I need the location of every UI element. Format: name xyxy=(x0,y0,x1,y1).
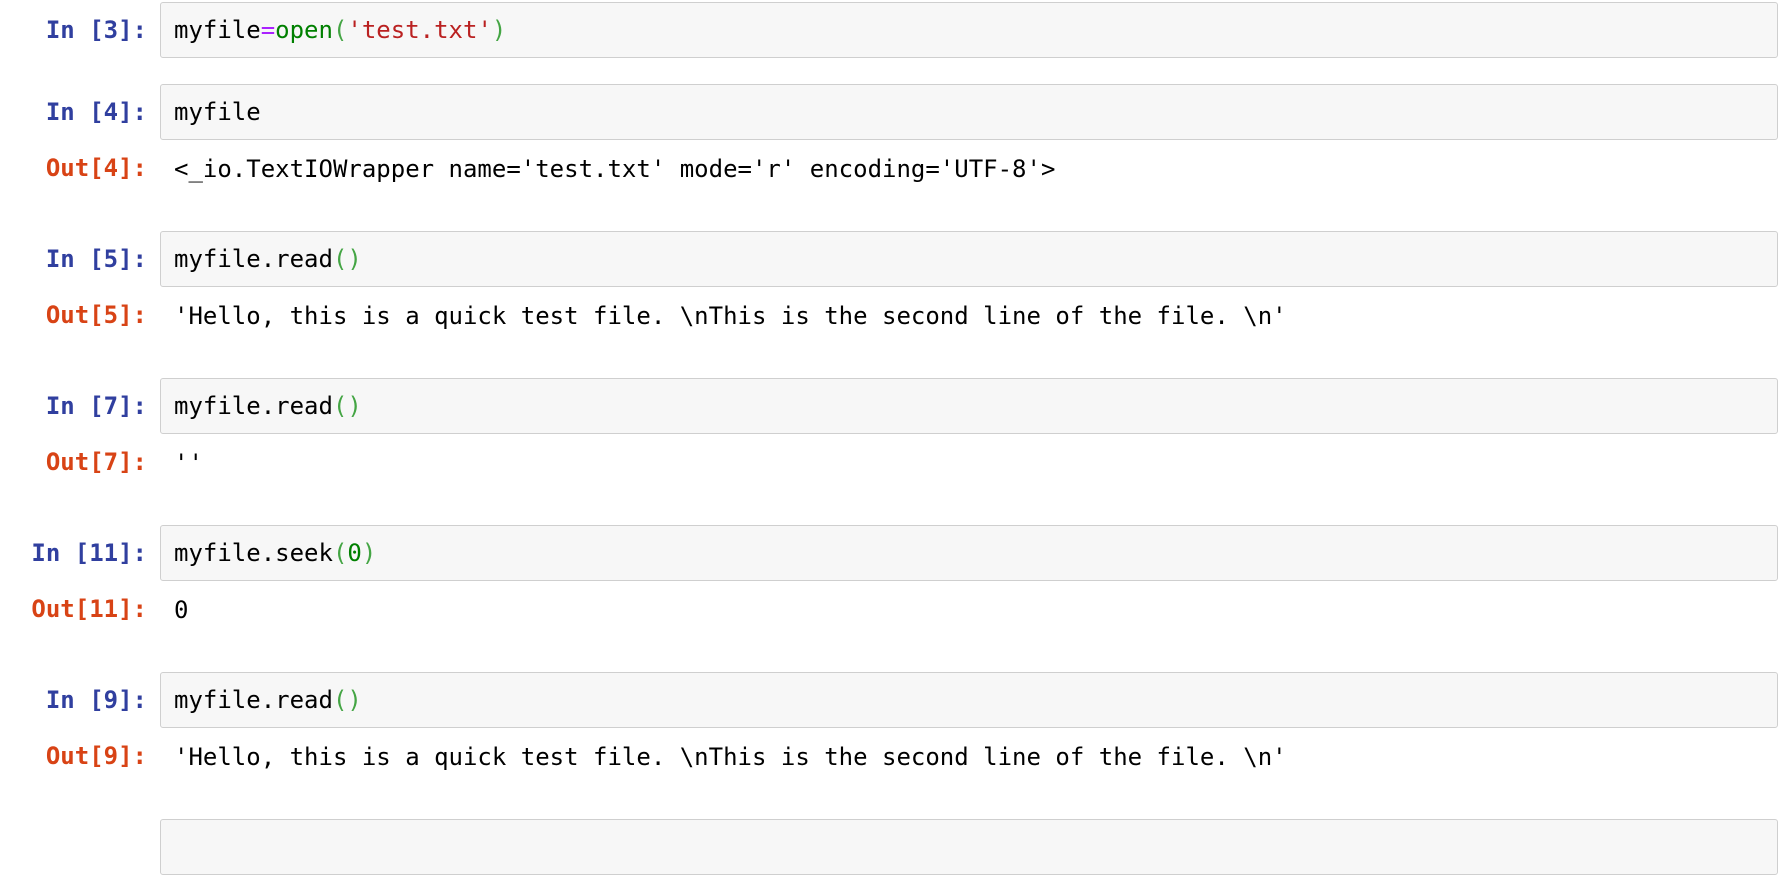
input-prompt: In [9]: xyxy=(45,686,147,714)
cell-output-area: Out[5]: 'Hello, this is a quick test file… xyxy=(0,301,1778,352)
output-text: 'Hello, this is a quick test file. \nThi… xyxy=(174,743,1287,771)
cell-input-area: In [9]: myfile.read() xyxy=(0,672,1778,728)
input-prompt: In [11]: xyxy=(31,539,147,567)
input-prompt: In [3]: xyxy=(45,16,147,44)
output-prompt: Out[9]: xyxy=(45,742,147,770)
output-prompt: Out[4]: xyxy=(45,154,147,182)
cell-input-area: In [7]: myfile.read() xyxy=(0,378,1778,434)
code-editor[interactable]: myfile.seek(0) xyxy=(160,525,1778,581)
code-editor[interactable]: myfile.read() xyxy=(160,672,1778,728)
notebook-cell: In [11]: myfile.seek(0) Out[11]: 0 xyxy=(0,512,1778,659)
notebook-cell: In [7]: myfile.read() Out[7]: '' xyxy=(0,365,1778,512)
notebook-cell: In [9]: myfile.read() Out[9]: 'Hello, this … xyxy=(0,659,1778,806)
code-editor[interactable] xyxy=(160,819,1778,875)
code-token-bracket: ) xyxy=(491,16,507,44)
input-prompt: In [7]: xyxy=(45,392,147,420)
code-token-bracket: ( xyxy=(332,392,348,420)
code-line: myfile.read() xyxy=(174,686,1764,714)
notebook-cell xyxy=(0,806,1778,888)
code-line xyxy=(174,833,1764,861)
cell-input-area: In [4]: myfile xyxy=(0,84,1778,140)
code-token-bracket: ( xyxy=(332,16,348,44)
output-text: 0 xyxy=(174,596,189,624)
output-text: <_io.TextIOWrapper name='test.txt' mode=… xyxy=(174,155,1056,183)
code-token-plain: myfile.read xyxy=(174,686,333,714)
output-prompt: Out[5]: xyxy=(45,301,147,329)
code-token-string: 'test.txt' xyxy=(347,16,492,44)
code-token-bracket: ( xyxy=(332,245,348,273)
cell-output-area: Out[11]: 0 xyxy=(0,595,1778,646)
code-editor[interactable]: myfile.read() xyxy=(160,231,1778,287)
code-line: myfile.read() xyxy=(174,245,1764,273)
cell-input-area: In [3]: myfile=open('test.txt') xyxy=(0,2,1778,58)
cell-output-area: Out[7]: '' xyxy=(0,448,1778,499)
code-line: myfile xyxy=(174,98,1764,126)
cell-input-area xyxy=(0,819,1778,875)
code-token-plain: myfile.read xyxy=(174,392,333,420)
code-line: myfile=open('test.txt') xyxy=(174,16,1764,44)
input-prompt: In [4]: xyxy=(45,98,147,126)
code-token-plain: myfile.read xyxy=(174,245,333,273)
input-prompt: In [5]: xyxy=(45,245,147,273)
code-line: myfile.seek(0) xyxy=(174,539,1764,567)
code-editor[interactable]: myfile xyxy=(160,84,1778,140)
code-token-bracket: ) xyxy=(347,245,362,273)
input-prompt xyxy=(0,819,160,833)
cell-input-area: In [11]: myfile.seek(0) xyxy=(0,525,1778,581)
cell-output-area: Out[4]: <_io.TextIOWrapper name='test.txt… xyxy=(0,154,1778,205)
cell-input-area: In [5]: myfile.read() xyxy=(0,231,1778,287)
code-editor[interactable]: myfile.read() xyxy=(160,378,1778,434)
output-prompt: Out[7]: xyxy=(45,448,147,476)
code-token-plain: myfile.seek xyxy=(174,539,333,567)
code-token-bracket: ) xyxy=(361,539,377,567)
notebook-cell: In [5]: myfile.read() Out[5]: 'Hello, this … xyxy=(0,218,1778,365)
code-token-number: 0 xyxy=(347,539,362,567)
notebook-cell: In [3]: myfile=open('test.txt') xyxy=(0,0,1778,71)
code-token-bracket: ( xyxy=(332,686,348,714)
code-editor[interactable]: myfile=open('test.txt') xyxy=(160,2,1778,58)
output-prompt: Out[11]: xyxy=(31,595,147,623)
output-text: 'Hello, this is a quick test file. \nThi… xyxy=(174,302,1287,330)
code-token-plain: myfile xyxy=(174,16,261,44)
code-token-bracket: ( xyxy=(332,539,348,567)
code-token-bracket: ) xyxy=(347,686,362,714)
cell-output-area: Out[9]: 'Hello, this is a quick test file… xyxy=(0,742,1778,793)
output-text: '' xyxy=(174,449,203,477)
code-token-operator: = xyxy=(260,16,276,44)
code-token-bracket: ) xyxy=(347,392,362,420)
code-token-builtin: open xyxy=(275,16,333,44)
code-line: myfile.read() xyxy=(174,392,1764,420)
code-token-plain: myfile xyxy=(174,98,261,126)
